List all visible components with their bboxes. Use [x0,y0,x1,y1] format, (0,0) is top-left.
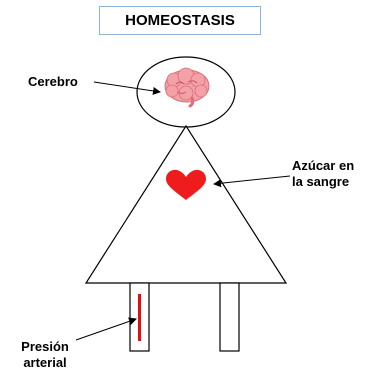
blood-pressure-bar [138,294,141,341]
brain-icon [164,67,210,108]
sugar-label-line2: la sangre [292,174,350,189]
sugar-label: Azúcar en la sangre [292,158,354,190]
pressure-label: Presión arterial [12,339,78,371]
brain-arrow [93,81,161,95]
right-leg [219,282,240,352]
heart-icon [166,169,206,200]
sugar-arrow [213,175,291,188]
body-triangle [84,124,288,284]
pressure-arrow [75,317,137,341]
pressure-label-line2: arterial [23,355,67,370]
diagram-title: HOMEOSTASIS [99,6,261,35]
sugar-label-line1: Azúcar en [292,158,355,173]
pressure-label-line1: Presión [21,339,69,354]
brain-label: Cerebro [28,74,78,89]
